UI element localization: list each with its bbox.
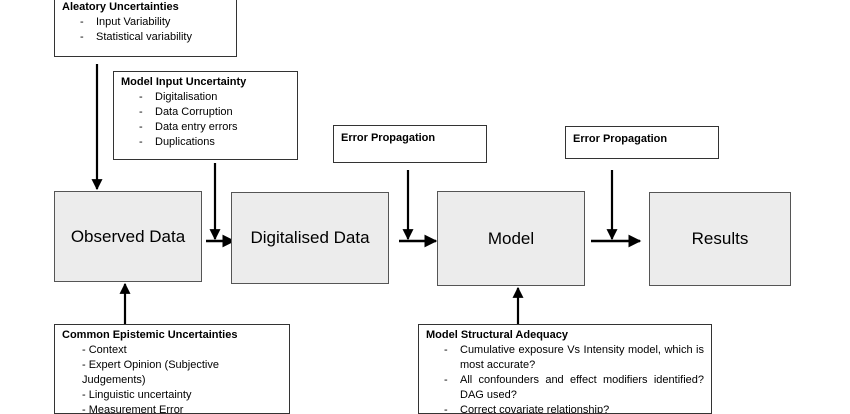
observed-data-box: Observed Data: [54, 191, 202, 282]
error-propagation-title-2: Error Propagation: [573, 133, 668, 145]
structural-item: All confounders and effect modifiers ide…: [426, 373, 704, 403]
error-propagation-box-1: Error Propagation: [333, 125, 487, 163]
aleatory-item: Input Variability: [62, 15, 229, 30]
aleatory-title: Aleatory Uncertainties: [62, 1, 179, 13]
digitalised-data-label: Digitalised Data: [250, 228, 370, 247]
digitalised-data-box: Digitalised Data: [231, 192, 389, 284]
model-structural-adequacy-box: Model Structural Adequacy Cumulative exp…: [418, 324, 712, 414]
epistemic-item: - Linguistic uncertainty: [82, 389, 192, 401]
epistemic-item: - Measurement Error: [82, 404, 184, 414]
model-input-item: Data Corruption: [121, 105, 290, 120]
model-input-title: Model Input Uncertainty: [121, 76, 247, 88]
model-input-uncertainty-box: Model Input Uncertainty Digitalisation D…: [113, 71, 298, 160]
model-input-item: Duplications: [121, 135, 290, 150]
error-propagation-title-1: Error Propagation: [341, 132, 436, 144]
results-box: Results: [649, 192, 791, 286]
aleatory-item: Statistical variability: [62, 30, 229, 45]
epistemic-title: Common Epistemic Uncertainties: [62, 329, 238, 341]
epistemic-item: - Expert Opinion (Subjective Judgements): [82, 359, 219, 386]
model-box: Model: [437, 191, 585, 286]
epistemic-item: - Context: [82, 344, 127, 356]
model-input-item: Data entry errors: [121, 120, 290, 135]
epistemic-uncertainties-box: Common Epistemic Uncertainties - Context…: [54, 324, 290, 414]
model-input-item: Digitalisation: [121, 90, 290, 105]
structural-item: Cumulative exposure Vs Intensity model, …: [426, 343, 704, 373]
structural-item: Correct covariate relationship?: [426, 403, 704, 413]
error-propagation-box-2: Error Propagation: [565, 126, 719, 159]
aleatory-uncertainties-box: Aleatory Uncertainties Input Variability…: [54, 0, 237, 57]
results-label: Results: [691, 229, 749, 248]
model-label: Model: [487, 228, 535, 248]
structural-title: Model Structural Adequacy: [426, 329, 569, 341]
observed-data-label: Observed Data: [70, 226, 186, 246]
